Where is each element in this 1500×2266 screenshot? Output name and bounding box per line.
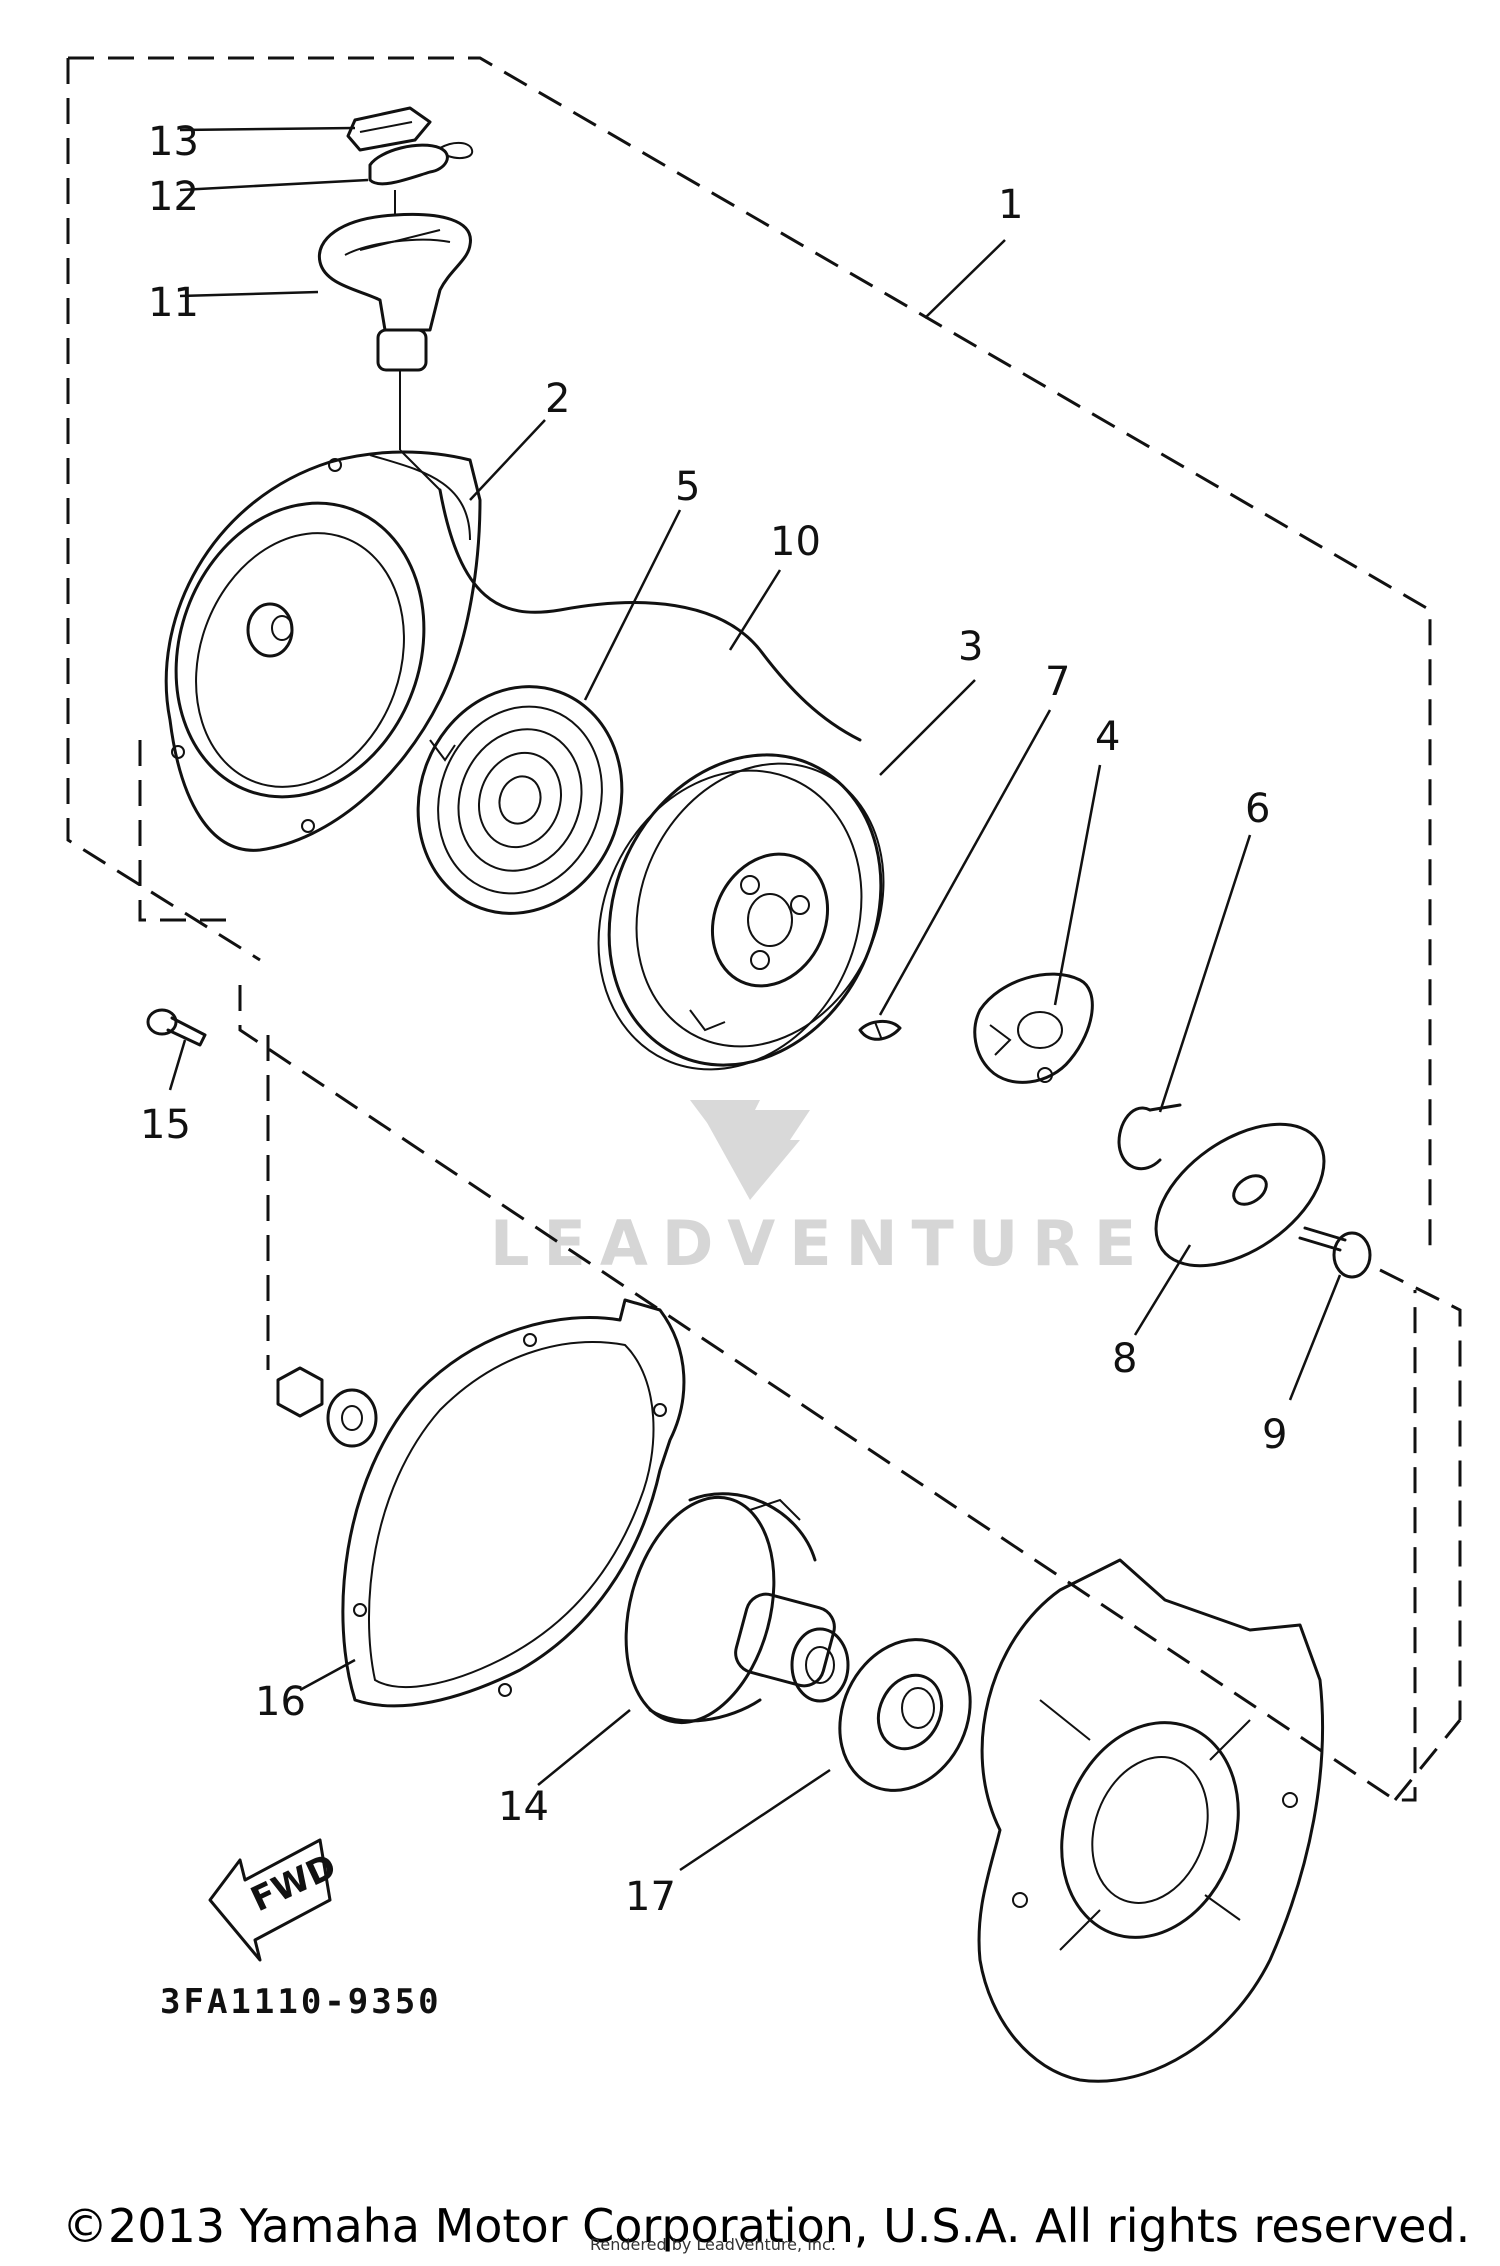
part-10-rope (399, 449, 862, 742)
callout-5: 5 (675, 464, 700, 510)
callout-14: 14 (498, 1784, 549, 1830)
watermark-logo: LEADVENTURE (490, 1100, 1150, 1280)
part-8-washer (1154, 1122, 1326, 1268)
callout-8: 8 (1112, 1336, 1137, 1382)
part-number: 3FA1110-9350 (160, 1982, 442, 2022)
part-7-spring (858, 1020, 902, 1041)
callout-3: 3 (958, 624, 983, 670)
callouts: 13 12 11 1 2 5 10 3 7 4 6 8 9 15 16 14 1… (140, 119, 1287, 1920)
callout-15: 15 (140, 1102, 191, 1148)
part-17-seal (838, 1638, 972, 1792)
callout-11: 11 (148, 280, 199, 326)
fwd-arrow-icon: FWD (208, 1838, 343, 1962)
credit-text: Rendered by LeadVenture, Inc. (590, 2235, 836, 2254)
callout-7: 7 (1045, 659, 1070, 705)
part-15-bolt (146, 1008, 207, 1047)
copyright-text: ©2013 Yamaha Motor Corporation, U.S.A. A… (62, 2199, 1470, 2253)
callout-13: 13 (148, 119, 199, 165)
part-5-spring (416, 685, 624, 915)
callout-9: 9 (1262, 1412, 1287, 1458)
callout-2: 2 (545, 376, 570, 422)
callout-1: 1 (998, 182, 1023, 228)
part-3-pulley (597, 753, 885, 1071)
part-12-clip (368, 142, 474, 186)
callout-16: 16 (255, 1679, 306, 1725)
nut-and-washer (276, 1366, 378, 1448)
part-4-ratchet (973, 972, 1094, 1084)
part-11-handle (317, 190, 472, 450)
part-13-cap (346, 106, 432, 152)
assembly-boundary (66, 56, 1462, 1802)
callout-17: 17 (625, 1874, 676, 1920)
crankcase-cover (977, 1558, 1325, 2083)
part-16-gasket (341, 1298, 686, 1708)
callout-10: 10 (770, 519, 821, 565)
part-6-clip (1117, 1103, 1182, 1171)
leader-lines (168, 126, 1342, 1872)
callout-4: 4 (1095, 714, 1120, 760)
part-9-bolt (1298, 1226, 1372, 1279)
fwd-label: FWD (245, 1846, 343, 1920)
callout-12: 12 (148, 174, 199, 220)
part-2-housing (164, 450, 482, 852)
part-14-drive (624, 1492, 850, 1725)
callout-6: 6 (1245, 786, 1270, 832)
watermark-text: LEADVENTURE (490, 1207, 1150, 1280)
